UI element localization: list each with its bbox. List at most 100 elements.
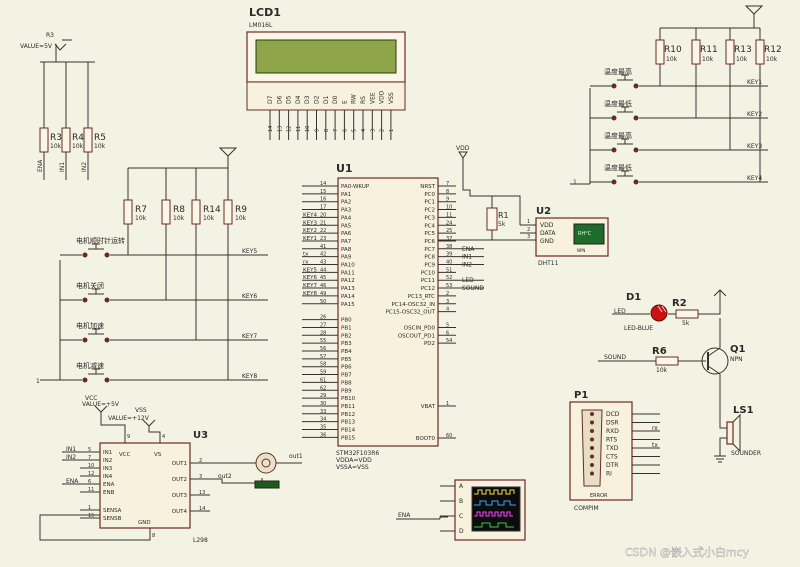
vcc-source-value: VALUE=+5V <box>82 401 120 408</box>
mcu-pin-number: 44 <box>320 267 326 273</box>
driver-pin-number: 11 <box>88 487 94 493</box>
mcu-pin-name: OSCIN_PD0 <box>404 325 436 331</box>
driver-pin-name: GND <box>138 520 151 526</box>
mcu-pin-name: PA5 <box>341 223 352 229</box>
r1-resistor[interactable] <box>486 207 498 231</box>
button-contact-icon <box>633 147 639 153</box>
resistor-value: 10k <box>666 56 678 63</box>
led-indicator[interactable] <box>650 304 668 322</box>
resistor-value: 10k <box>72 143 84 150</box>
lcd-pin-number: 14 <box>268 126 274 132</box>
pushbutton-icon[interactable] <box>88 288 104 295</box>
mcu-pin-number: 46 <box>320 283 326 289</box>
pushbutton-icon[interactable] <box>88 243 104 250</box>
motor-button-label: 电机关闭 <box>76 281 104 290</box>
button-contact-icon <box>82 377 88 383</box>
net-label: KEY3 <box>747 143 762 150</box>
lcd-module[interactable]: LCD1 LM016L D714D613D512D411D310D29D18D0… <box>246 6 406 140</box>
resistor-r10[interactable] <box>655 39 665 65</box>
lcd-pin-number: 3 <box>370 129 376 132</box>
db9-pin-icon <box>590 471 594 476</box>
ground-pin-number: 1 <box>36 378 40 385</box>
mcu-pin-name: PC9 <box>424 263 435 269</box>
mcu-pin-name: PB11 <box>341 404 355 410</box>
mcu-pin-number: 3 <box>446 299 449 305</box>
resistor-r7[interactable] <box>123 199 133 225</box>
lcd-pins: D714D613D512D411D310D29D18D07E6RW5RS4VEE… <box>267 90 395 140</box>
compim-pin-name: DSR <box>606 420 619 427</box>
resistor-r9[interactable] <box>223 199 233 225</box>
resistor-r11[interactable] <box>691 39 701 65</box>
vss-source-label: VSS <box>135 407 147 414</box>
driver-pin-name: OUT3 <box>172 493 188 499</box>
resistor-r3[interactable] <box>39 127 49 153</box>
r2-resistor[interactable] <box>675 309 699 319</box>
mcu-pin-name: PC15-OSC32_OUT <box>386 310 436 316</box>
motor-icon[interactable] <box>255 452 277 474</box>
wire <box>462 158 521 225</box>
mcu-pin-number: 10 <box>446 205 452 211</box>
mcu-pin-number: 37 <box>446 236 452 242</box>
mcu-pin-number: 49 <box>320 291 326 297</box>
resistor-r8[interactable] <box>161 199 171 225</box>
sounder-icon[interactable] <box>726 421 734 445</box>
mcu-pin-number: 38 <box>446 244 452 250</box>
lcd-pin-number: 10 <box>305 126 311 132</box>
r6-resistor[interactable] <box>655 356 679 366</box>
mcu-pin-number: 7 <box>446 181 449 187</box>
resistor-value: 10k <box>235 215 247 222</box>
q1-transistor[interactable] <box>701 347 729 375</box>
scope-net-label: ENA <box>398 512 411 519</box>
pushbutton-icon[interactable] <box>617 138 633 145</box>
driver-pin-name: ENA <box>103 482 115 488</box>
driver-u3[interactable]: VCC VALUE=+5V VSS VALUE=+12V U3 L298 IN1… <box>39 395 210 544</box>
dht-pin-gnd: GND <box>540 238 554 245</box>
dht-pin-num-1: 1 <box>527 219 530 225</box>
mcu-pin-name: PC0 <box>424 192 435 198</box>
lcd-pin-number: 12 <box>287 126 293 132</box>
mcu-pin-name: PA6 <box>341 231 352 237</box>
resistor-r5[interactable] <box>83 127 93 153</box>
motor-base <box>254 480 280 489</box>
pushbutton-icon[interactable] <box>88 328 104 335</box>
button-contact-icon <box>104 297 110 303</box>
resistor-r13[interactable] <box>725 39 735 65</box>
button-contact-icon <box>104 377 110 383</box>
mcu-pin-number: 21 <box>320 220 326 226</box>
mcu-pin-name: PB3 <box>341 341 352 347</box>
resistor-r12[interactable] <box>755 39 765 65</box>
mcu-u1[interactable]: U1 STM32F103R6 VDDA=VDD VSSA=VSS PA0-WKU… <box>302 162 484 471</box>
mcu-pin-name: PC12 <box>421 286 435 292</box>
net-label: KEY7 <box>242 333 257 340</box>
net-label: KEY2 <box>747 111 762 118</box>
mcu-pin-number: 23 <box>320 236 326 242</box>
lcd-pin-label: RS <box>360 96 367 104</box>
resistor-ref: R9 <box>235 205 247 215</box>
vdd-arrow-icon <box>458 151 468 159</box>
mcu-attr-vssa: VSSA=VSS <box>336 464 369 471</box>
mcu-net-label: KEY7 <box>303 283 317 289</box>
led-part: LED-BLUE <box>624 325 653 332</box>
pushbutton-icon[interactable] <box>88 368 104 375</box>
net-label: KEY6 <box>242 293 257 300</box>
led-ref: D1 <box>626 292 641 303</box>
r1-value: 5k <box>498 221 506 228</box>
resistor-r14[interactable] <box>191 199 201 225</box>
pushbutton-icon[interactable] <box>617 170 633 177</box>
mcu-pin-number: 60 <box>446 433 452 439</box>
r2-value: 5k <box>682 320 690 327</box>
motor-out1-label: out1 <box>289 453 303 460</box>
lcd-pin-label: VSS <box>388 92 395 104</box>
mcu-pin-number: 34 <box>320 417 326 423</box>
pushbutton-icon[interactable] <box>617 74 633 81</box>
mcu-pin-number: 59 <box>320 370 326 376</box>
lcd-pin-number: 8 <box>324 129 330 132</box>
resistor-r4[interactable] <box>61 127 71 153</box>
pushbutton-icon[interactable] <box>617 106 633 113</box>
vcc-source-label: VCC <box>85 395 97 402</box>
lcd-pin-number: 1 <box>389 129 395 132</box>
resistor-ref: R3 <box>50 133 62 143</box>
